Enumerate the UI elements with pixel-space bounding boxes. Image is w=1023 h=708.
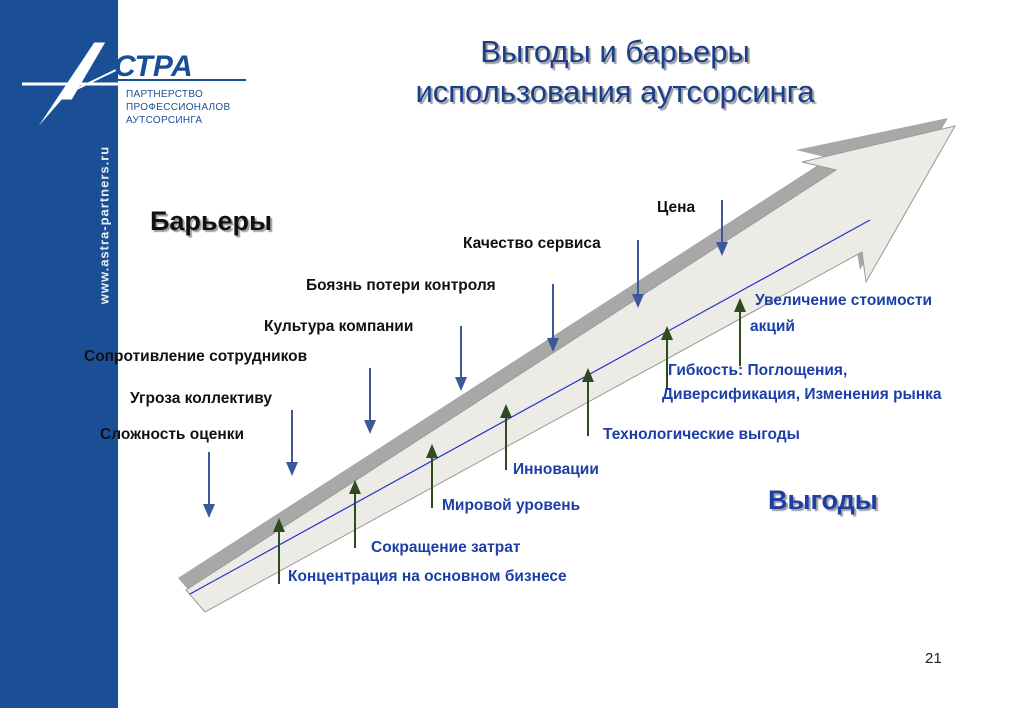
benefit-label-flexibility: Гибкость: Поглощения, [668,362,848,379]
benefit-label-flexibility-cont: Диверсификация, Изменения рынка [662,386,942,403]
benefit-label-world-level: Мировой уровень [442,497,581,514]
page-number: 21 [925,650,942,667]
astra-logo: СТРА [22,41,246,133]
benefit-label-innovation: Инновации [513,461,599,478]
growth-arrow-centerline [189,219,871,595]
sidebar-band: www.astra-partners.ru [0,0,118,708]
benefits-heading: Выгоды [768,485,878,515]
benefit-label-share-value: Увеличение стоимости [755,292,933,309]
barrier-label-fear-of-control-loss: Боязнь потери контроля [306,277,496,294]
barrier-label-team-threat: Угроза коллективу [130,390,273,407]
benefit-label-core-business: Концентрация на основном бизнесе [288,568,567,585]
logo-subtitle-line: ПАРТНЕРСТВО [126,89,204,100]
logo-subtitle-line: АУТСОРСИНГА [126,115,203,126]
logo-swoosh-2 [57,69,117,99]
slide-title-line: использования аутсорсинга [415,74,815,109]
barrier-arrows [203,200,728,518]
barriers-heading: Барьеры [150,206,273,236]
logo-subtitle-line: ПРОФЕССИОНАЛОВ [126,102,231,113]
barrier-label-service-quality: Качество сервиса [463,235,601,252]
barrier-label-employee-resistance: Сопротивление сотрудников [84,348,308,365]
barrier-label-company-culture: Культура компании [264,318,414,335]
logo-a-shape [33,41,107,133]
barrier-label-price: Цена [657,199,696,216]
logo-subtitle: ПАРТНЕРСТВО ПРОФЕССИОНАЛОВ АУТСОРСИНГА [126,88,230,127]
benefit-label-tech-benefits: Технологические выгоды [603,426,800,443]
logo-wordmark: СТРА [114,50,193,83]
barrier-label-evaluation-complexity: Сложность оценки [100,426,245,443]
slide-title: Выгоды и барьеры использования аутсорсин… [380,32,850,112]
slide-title-line: Выгоды и барьеры [480,34,750,69]
benefit-label-share-value-cont: акций [750,318,795,335]
benefit-arrows [273,298,746,584]
benefit-label-cost-reduction: Сокращение затрат [371,539,521,556]
